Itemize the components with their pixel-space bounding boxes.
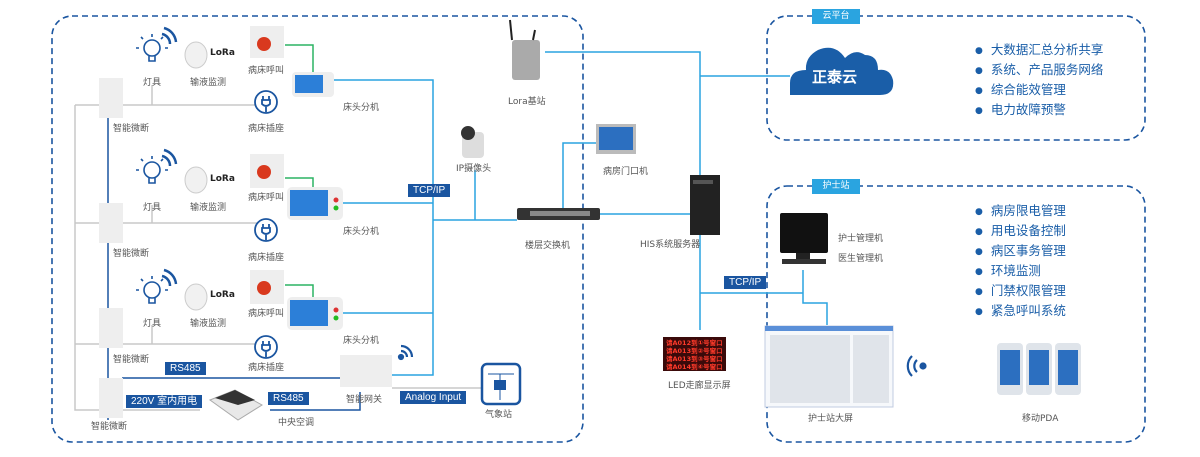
rs485-tag: RS485 (268, 392, 309, 405)
cloud-boundary (766, 15, 1146, 141)
nurse-feature-list: 病房限电管理用电设备控制 病区事务管理环境监测 门禁权限管理紧急呼叫系统 (975, 202, 1066, 322)
breaker-4 (99, 378, 123, 418)
cloud-icon (790, 47, 894, 95)
camera-icon (461, 126, 484, 158)
nurse-station-boundary (766, 185, 1146, 443)
breaker-2 (99, 203, 123, 243)
nurse-pc-label: 护士管理机 (838, 234, 884, 244)
call-buttons (250, 26, 284, 304)
breaker-label: 智能微断 (113, 355, 150, 365)
lamp-label: 灯具 (143, 203, 162, 213)
infusion-label: 输液监测 (190, 319, 227, 329)
breaker-label: 智能微断 (91, 422, 128, 432)
cloud-brand: 正泰云 (812, 68, 858, 86)
infusion-label: 输液监测 (190, 203, 227, 213)
camera-label: IP摄像头 (456, 164, 492, 174)
rs485-tag: RS485 (165, 362, 206, 375)
server-icon (690, 175, 720, 235)
weather-station-label: 气象站 (485, 410, 513, 420)
lora-station-label: Lora基站 (508, 97, 546, 107)
bed-call-label: 病床呼叫 (248, 66, 285, 76)
lamp-label: 灯具 (143, 319, 162, 329)
door-unit-label: 病房门口机 (603, 167, 649, 177)
switch-label: 楼层交换机 (525, 241, 571, 251)
breaker-3 (99, 308, 123, 348)
lora-station-icon (509, 19, 540, 80)
gateway-wifi-icon (397, 344, 414, 361)
bed-call-label: 病床呼叫 (248, 193, 285, 203)
lora-logo: LoRa (210, 48, 235, 58)
infusion-icons (184, 41, 208, 311)
door-unit-icon (596, 124, 636, 154)
tcpip-tag: TCP/IP (408, 184, 451, 197)
gateway-label: 智能网关 (346, 395, 383, 405)
ac-icon (208, 389, 263, 421)
weather-station-icon (480, 362, 522, 406)
bedside-unit-label: 床头分机 (343, 103, 380, 113)
led-screen-label: LED走廊显示屏 (668, 381, 731, 391)
lora-logo: LoRa (210, 290, 235, 300)
wifi-icon (906, 355, 927, 377)
analog-input-tag: Analog Input (400, 391, 467, 404)
lora-logo: LoRa (210, 174, 235, 184)
bed-socket-label: 病床插座 (248, 253, 285, 263)
bedside-units (287, 72, 343, 330)
pda-icons (997, 343, 1081, 395)
ward-boundary (51, 15, 584, 443)
breaker-label: 智能微断 (113, 124, 150, 134)
bed-socket-label: 病床插座 (248, 124, 285, 134)
gateway-box (340, 355, 392, 387)
cloud-feature-list: 大数据汇总分析共享系统、产品服务网络 综合能效管理电力故障预警 (975, 41, 1104, 121)
lamp-icons (136, 26, 178, 304)
cloud-panel-title: 云平台 (812, 9, 860, 24)
big-screen-label: 护士站大屏 (808, 414, 854, 424)
monitor-icon (780, 213, 828, 264)
led-screen-text: 请A012到①号窗口请A013到②号窗口 请A013到③号窗口请A014到④号窗… (666, 339, 723, 371)
switch-icon (517, 208, 600, 220)
server-label: HIS系统服务器 (640, 240, 701, 250)
bed-call-label: 病床呼叫 (248, 309, 285, 319)
bed-socket-label: 病床插座 (248, 363, 285, 373)
nurse-big-screen (764, 325, 894, 408)
socket-icons (254, 90, 278, 359)
breaker-1 (99, 78, 123, 118)
lamp-label: 灯具 (143, 78, 162, 88)
nurse-panel-title: 护士站 (812, 179, 860, 194)
tcpip-tag: TCP/IP (724, 276, 767, 289)
pda-label: 移动PDA (1022, 414, 1059, 424)
doctor-pc-label: 医生管理机 (838, 254, 884, 264)
power-tag: 220V 室内用电 (126, 395, 203, 408)
bedside-unit-label: 床头分机 (343, 227, 380, 237)
bedside-unit-label: 床头分机 (343, 336, 380, 346)
ac-label: 中央空调 (278, 418, 315, 428)
infusion-label: 输液监测 (190, 78, 227, 88)
breaker-label: 智能微断 (113, 249, 150, 259)
led-screen (663, 337, 726, 371)
